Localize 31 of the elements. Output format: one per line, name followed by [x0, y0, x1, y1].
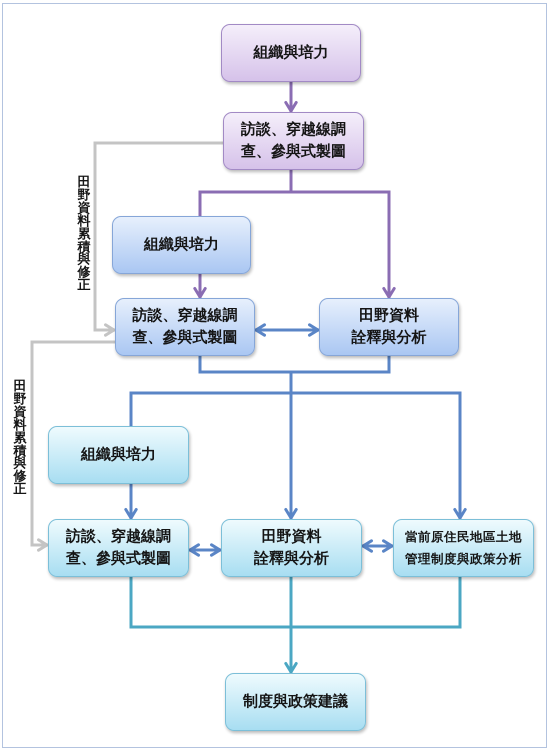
arrow	[94, 142, 223, 337]
process-box: 訪談、穿越線調查、參與式製圖	[115, 298, 255, 356]
process-box: 組織與培力	[48, 426, 189, 484]
double-arrow	[254, 323, 320, 337]
connector-line	[130, 577, 291, 628]
connector-line	[290, 577, 292, 627]
double-arrow	[362, 539, 394, 553]
arrow	[291, 392, 467, 520]
process-box: 訪談、穿越線調查、參與式製圖	[48, 519, 189, 577]
arrow	[284, 393, 298, 520]
connector-line	[291, 356, 390, 374]
double-arrow	[188, 543, 222, 557]
arrow	[193, 274, 207, 298]
process-box: 訪談、穿越線調查、參與式製圖	[223, 112, 364, 170]
process-box: 田野資料詮釋與分析	[319, 298, 459, 356]
connector-line	[198, 190, 291, 216]
connector-line	[198, 356, 291, 374]
process-box: 組織與培力	[112, 216, 251, 274]
process-box: 制度與政策建議	[225, 673, 366, 731]
arrow	[284, 627, 298, 674]
process-box: 當前原住民地區土地管理制度與政策分析	[393, 519, 534, 577]
arrow	[30, 340, 115, 552]
process-box: 田野資料詮釋與分析	[221, 519, 362, 577]
connector-line	[291, 577, 462, 628]
arrow	[284, 82, 298, 112]
connector-line	[290, 372, 292, 393]
arrow	[124, 484, 138, 520]
connector-line	[290, 170, 292, 192]
process-box: 組織與培力	[221, 24, 361, 82]
connector-line	[130, 392, 291, 426]
arrow	[291, 190, 396, 298]
